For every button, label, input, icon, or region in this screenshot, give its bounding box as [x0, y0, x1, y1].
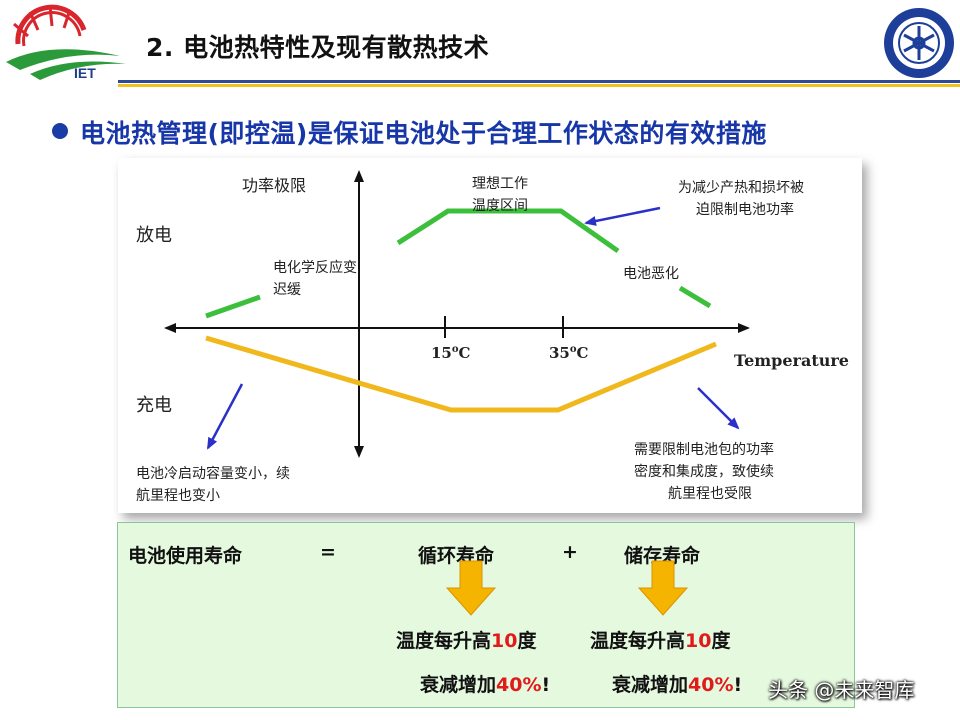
annot-cold-1: 电池冷启动容量变小，续	[136, 465, 290, 482]
tick-label-15: 15oC	[431, 344, 471, 362]
annot-limit-1: 为减少产热和损坏被	[678, 180, 804, 196]
bullet-dot-icon	[52, 123, 68, 139]
arrow-pack	[697, 387, 740, 430]
watermark: 头条 @未来智库	[768, 678, 915, 702]
down-arrow-icon	[446, 560, 496, 616]
decay-cycle: 衰减增加40%!	[420, 674, 551, 696]
bullet-text: 电池热管理(即控温)是保证电池处于合理工作状态的有效措施	[80, 119, 767, 148]
temp-rise-storage: 温度每升高10度	[590, 630, 731, 652]
annot-degrade: 电池恶化	[623, 266, 679, 282]
x-axis-label: Temperature	[734, 351, 849, 370]
temperature-power-diagram: 功率极限 放电 充电 理想工作 温度区间 为减少产热和损坏被 迫限制电池功率 电…	[118, 158, 862, 513]
annot-ideal-2: 温度区间	[472, 198, 528, 214]
battery-life-panel	[117, 522, 855, 708]
annot-ideal-1: 理想工作	[472, 176, 528, 192]
life-label: 电池使用寿命	[128, 545, 243, 567]
charge-label: 充电	[136, 395, 172, 416]
header-rule-yellow	[118, 84, 960, 87]
arrow-limit	[584, 206, 661, 226]
down-arrow-icon	[638, 560, 688, 616]
page-title: 2. 电池热特性及现有散热技术	[146, 33, 490, 62]
annot-slow-2: 迟缓	[273, 282, 301, 298]
annot-limit-2: 迫限制电池功率	[696, 201, 794, 218]
iet-logo: IET	[0, 0, 140, 86]
charge-curve	[205, 335, 717, 413]
annot-cold-2: 航里程也变小	[136, 488, 220, 504]
temp-rise-cycle: 温度每升高10度	[396, 630, 537, 652]
plus-sign: +	[562, 541, 578, 563]
annot-pack-2: 密度和集成度，致使续	[634, 463, 774, 480]
tick-label-35: 35oC	[549, 344, 589, 362]
sun-rays-icon	[13, 4, 87, 47]
annot-pack-3: 航里程也受限	[668, 486, 752, 502]
header-rule-blue	[118, 80, 960, 83]
annot-pack-1: 需要限制电池包的功率	[634, 441, 774, 458]
arrow-cold	[206, 383, 244, 450]
storage-life-label: 储存寿命	[624, 545, 701, 567]
decay-storage: 衰减增加40%!	[612, 674, 743, 696]
svg-text:IET: IET	[74, 65, 96, 81]
equals-sign: =	[320, 541, 336, 563]
discharge-label: 放电	[136, 225, 172, 246]
cas-seal-logo	[882, 6, 956, 80]
leaf-swoosh-icon	[6, 49, 120, 70]
discharge-curve	[205, 208, 712, 319]
annot-slow-1: 电化学反应变	[273, 259, 357, 276]
y-axis-label: 功率极限	[242, 176, 306, 195]
